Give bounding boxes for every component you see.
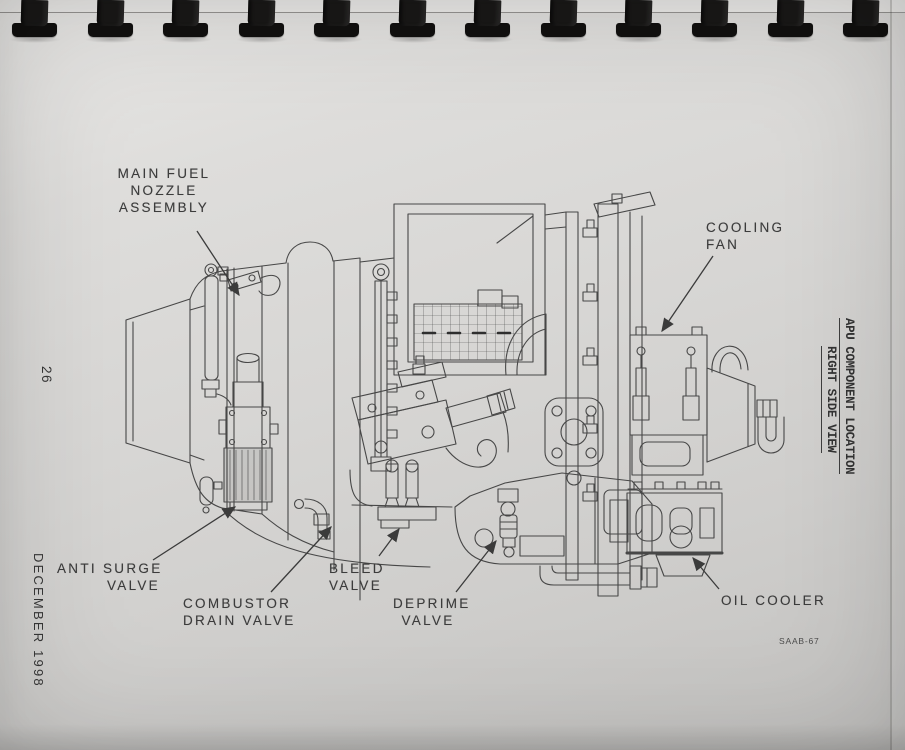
binding-tooth <box>462 0 515 44</box>
fuel-manifold-drawing <box>370 263 398 472</box>
page-right-margin <box>892 0 905 750</box>
cooling-fan-drawing <box>629 326 785 476</box>
binding-tooth <box>613 0 666 44</box>
deprime-valve-drawing <box>497 488 519 558</box>
figure-code: SAAB-67 <box>779 636 820 646</box>
leader-lines <box>152 230 720 593</box>
page-top-edge <box>0 0 905 13</box>
standpipe-drawing <box>199 263 232 514</box>
drain-pipe-drawing <box>539 565 658 590</box>
binding-tooth <box>764 0 817 44</box>
page-right-edge <box>890 0 892 750</box>
oil-cooler-drawing <box>609 481 724 577</box>
side-title-line2: RIGHT SIDE VIEW <box>821 346 838 453</box>
binding-tooth <box>311 0 364 44</box>
oil-cooler-leader <box>692 557 720 590</box>
binding-tooth <box>840 0 893 44</box>
fuel-control-drawing <box>349 355 516 529</box>
side-title-line1: APU COMPONENT LOCATION <box>839 318 856 475</box>
main-fuel-nozzle-assembly-leader <box>196 230 240 297</box>
gearbox-drawing <box>454 472 653 565</box>
binding-tooth <box>84 0 137 44</box>
bleed-valve-leader <box>378 527 400 557</box>
main-fuel-nozzle-drawing <box>219 270 281 296</box>
binding-tooth <box>688 0 741 44</box>
deprime-valve-leader <box>455 539 497 593</box>
access-panel-drawing <box>393 203 547 376</box>
combustor-drain-valve-leader <box>270 526 332 593</box>
mount-flange-drawing <box>544 191 656 597</box>
compressor-casing-drawing <box>189 241 453 601</box>
air-inlet-drawing <box>125 298 205 464</box>
anti-surge-valve-drawing <box>218 352 279 511</box>
binding-tooth <box>386 0 439 44</box>
oil-cooler-label: OIL COOLER <box>721 593 827 608</box>
cooling-fan-leader <box>661 255 714 333</box>
page-date: DECEMBER 1998 <box>31 553 46 688</box>
binding-tooth <box>235 0 288 44</box>
binding-tooth <box>160 0 213 44</box>
binding-tooth <box>537 0 590 44</box>
drive-flange-drawing <box>544 397 604 486</box>
page-number: 26 <box>39 366 54 385</box>
anti-surge-valve-leader <box>152 506 237 561</box>
binding-tooth <box>9 0 61 44</box>
